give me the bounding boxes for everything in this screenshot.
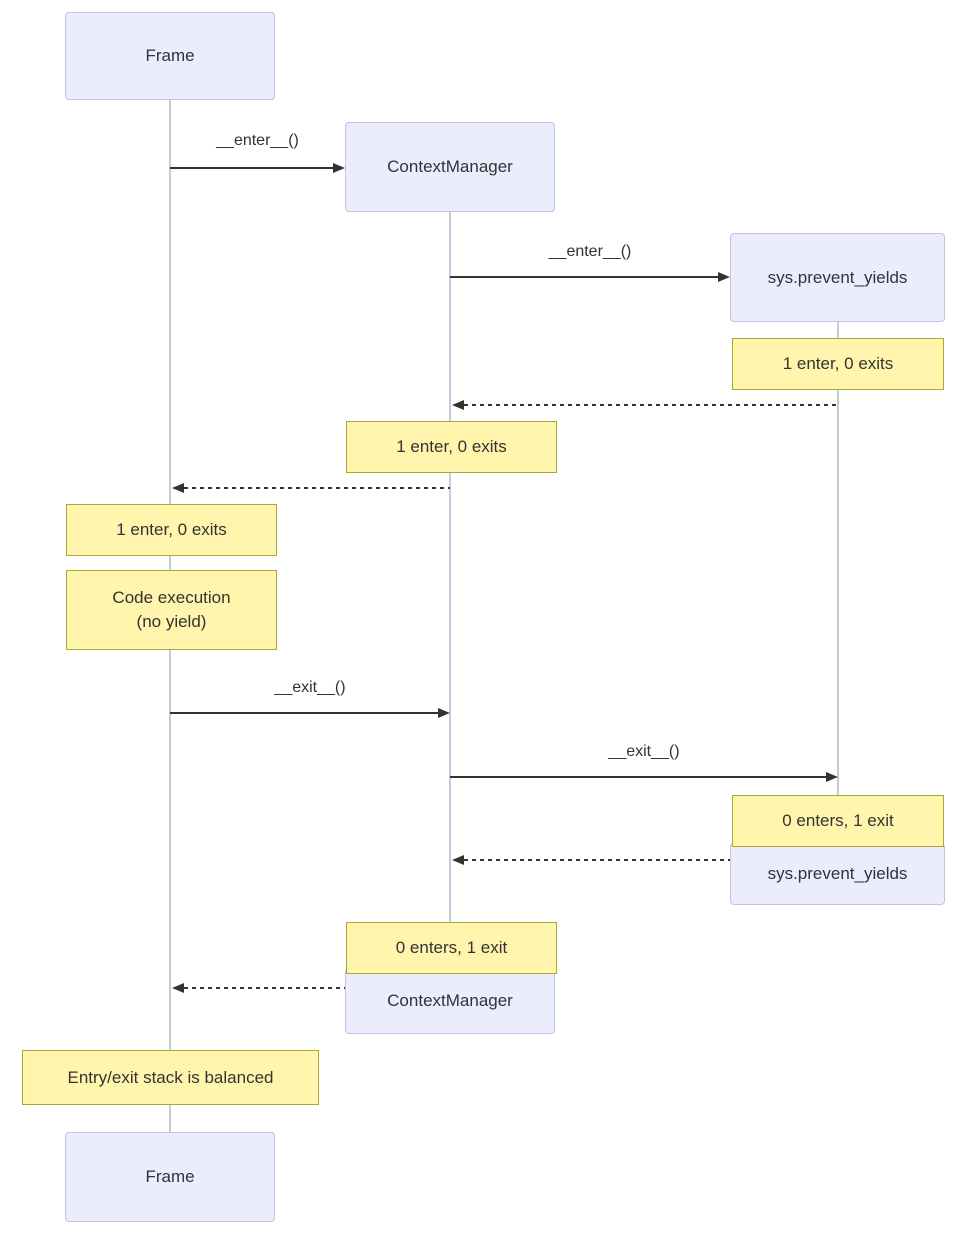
enter-message-label-frame-to-cm: __enter__()	[216, 132, 299, 149]
exit-arrow-line-frame-to-cm	[170, 712, 438, 714]
participant-frame-bottom-label: Frame	[145, 1167, 195, 1186]
participant-sys-prevent-yields-top: sys.prevent_yields	[730, 233, 945, 322]
exit-return-arrowhead-cm-to-frame	[172, 983, 184, 993]
note-cm-after-enter: 1 enter, 0 exits	[346, 421, 557, 473]
return-arrowhead-sys-to-cm	[452, 400, 464, 410]
note-sys-after-exit-text: 0 enters, 1 exit	[782, 811, 894, 830]
enter-arrowhead-cm-to-sys	[718, 272, 730, 282]
exit-return-arrowhead-sys-to-cm	[452, 855, 464, 865]
participant-sys-prevent-yields-bottom-label: sys.prevent_yields	[767, 864, 908, 883]
note-frame-after-enter: 1 enter, 0 exits	[66, 504, 277, 556]
note-sys-after-enter-text: 1 enter, 0 exits	[782, 354, 894, 373]
note-conclusion-balanced-text: Entry/exit stack is balanced	[67, 1067, 274, 1087]
enter-arrowhead-frame-to-cm	[333, 163, 345, 173]
return-arrow-line-cm-to-frame	[184, 487, 450, 489]
participant-sys-prevent-yields-bottom: sys.prevent_yields	[730, 843, 945, 905]
note-conclusion-balanced: Entry/exit stack is balanced	[22, 1050, 319, 1105]
participant-frame-bottom: Frame	[65, 1132, 275, 1222]
participant-contextmanager-top-label: ContextManager	[387, 157, 513, 176]
note-frame-after-enter-text: 1 enter, 0 exits	[116, 520, 227, 539]
return-arrowhead-cm-to-frame	[172, 483, 184, 493]
note-code-execution-line2: (no yield)	[136, 612, 207, 631]
note-cm-after-exit: 0 enters, 1 exit	[346, 922, 557, 974]
participant-sys-prevent-yields-top-label: sys.prevent_yields	[767, 267, 908, 287]
participant-frame-top: Frame	[65, 12, 275, 100]
sys-prevent-yields-lifeline	[837, 322, 839, 905]
participant-frame-top-label: Frame	[145, 46, 195, 65]
participant-contextmanager-bottom: ContextManager	[345, 968, 555, 1034]
participant-contextmanager-bottom-label: ContextManager	[387, 991, 513, 1010]
note-code-execution: Code execution (no yield)	[66, 570, 277, 650]
return-arrow-line-sys-to-cm	[464, 404, 838, 406]
note-code-execution-line1: Code execution	[112, 588, 231, 607]
note-cm-after-exit-text: 0 enters, 1 exit	[395, 938, 508, 957]
exit-return-arrow-line-cm-to-frame	[184, 987, 345, 989]
contextmanager-lifeline	[449, 212, 451, 1034]
enter-arrow-line-frame-to-cm	[170, 167, 334, 169]
exit-arrowhead-frame-to-cm	[438, 708, 450, 718]
note-cm-after-enter-text: 1 enter, 0 exits	[396, 437, 507, 456]
exit-message-label-cm-to-sys: __exit__()	[608, 743, 680, 760]
note-sys-after-enter: 1 enter, 0 exits	[732, 338, 944, 390]
exit-arrowhead-cm-to-sys	[826, 772, 838, 782]
note-sys-after-exit: 0 enters, 1 exit	[732, 795, 944, 847]
participant-contextmanager-top: ContextManager	[345, 122, 555, 212]
exit-return-arrow-line-sys-to-cm	[464, 859, 730, 861]
enter-message-label-cm-to-sys: __enter__()	[548, 243, 632, 260]
enter-arrow-line-cm-to-sys	[450, 276, 718, 278]
exit-message-label-frame-to-cm: __exit__()	[274, 679, 346, 696]
exit-arrow-line-cm-to-sys	[450, 776, 826, 778]
